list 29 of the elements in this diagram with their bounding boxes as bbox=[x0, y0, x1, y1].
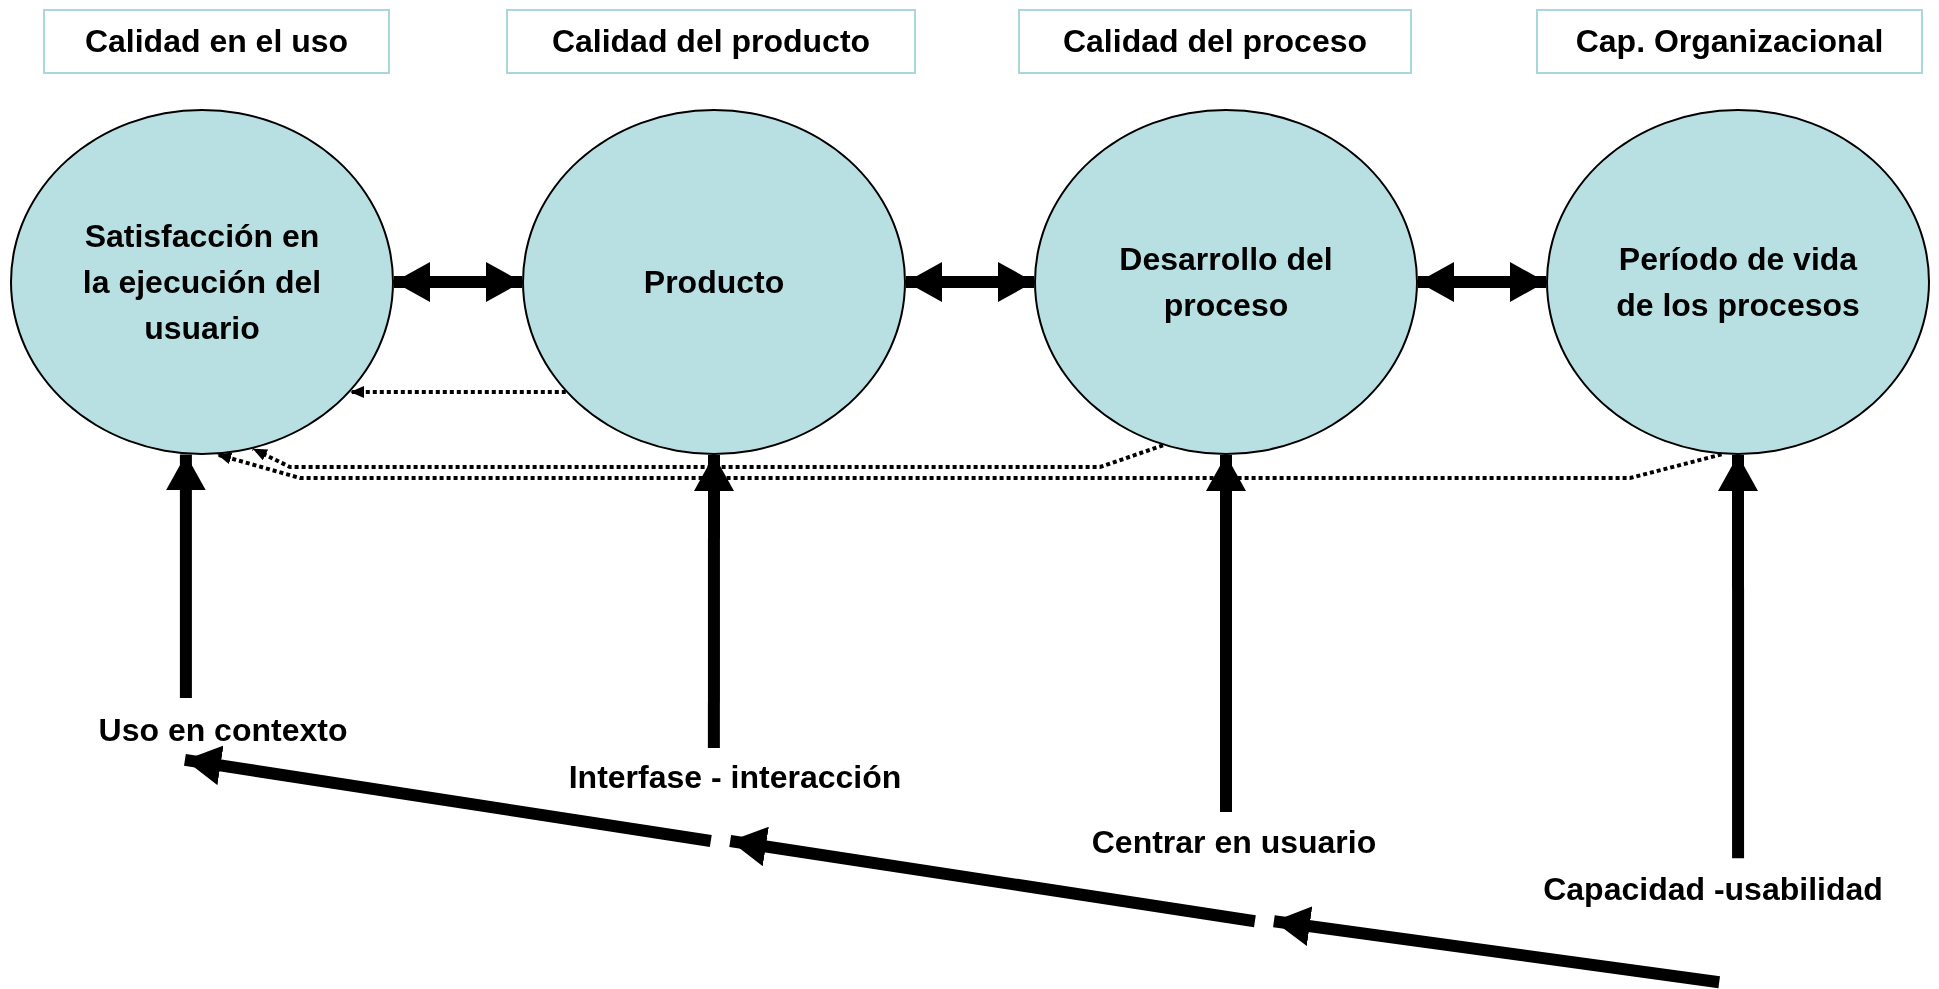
arrow bbox=[184, 745, 712, 847]
node-text: Cap. Organizacional bbox=[1575, 23, 1884, 60]
node-text: Calidad del producto bbox=[551, 23, 871, 60]
node-text: Desarrollo del proceso bbox=[1118, 240, 1334, 325]
arrow bbox=[350, 386, 566, 398]
arrow bbox=[729, 826, 1256, 928]
arrow bbox=[906, 262, 1034, 302]
node-text: Producto bbox=[643, 263, 785, 302]
arrow bbox=[1273, 906, 1720, 989]
node-text: Satisfacción en la ejecución del usuario bbox=[81, 217, 323, 348]
node-label: Uso en contexto bbox=[53, 708, 393, 752]
node-text: Calidad del proceso bbox=[1062, 23, 1368, 60]
node-text: Calidad en el uso bbox=[84, 23, 349, 60]
category-header bbox=[506, 9, 916, 74]
arrow bbox=[1206, 455, 1246, 813]
arrow bbox=[1418, 262, 1546, 302]
category-header bbox=[1018, 9, 1412, 74]
arrow bbox=[216, 452, 1723, 480]
arrow bbox=[165, 454, 206, 698]
arrow bbox=[394, 262, 522, 302]
node-label: Interfase - interacción bbox=[515, 755, 955, 799]
node-text: Período de vida de los procesos bbox=[1615, 240, 1861, 325]
arrow bbox=[252, 443, 1164, 469]
node-label: Capacidad -usabilidad bbox=[1493, 867, 1933, 911]
category-header bbox=[1536, 9, 1923, 74]
arrow bbox=[1718, 455, 1758, 859]
arrow bbox=[694, 455, 734, 748]
category-header bbox=[43, 9, 390, 74]
node-label: Centrar en usuario bbox=[1044, 820, 1424, 864]
